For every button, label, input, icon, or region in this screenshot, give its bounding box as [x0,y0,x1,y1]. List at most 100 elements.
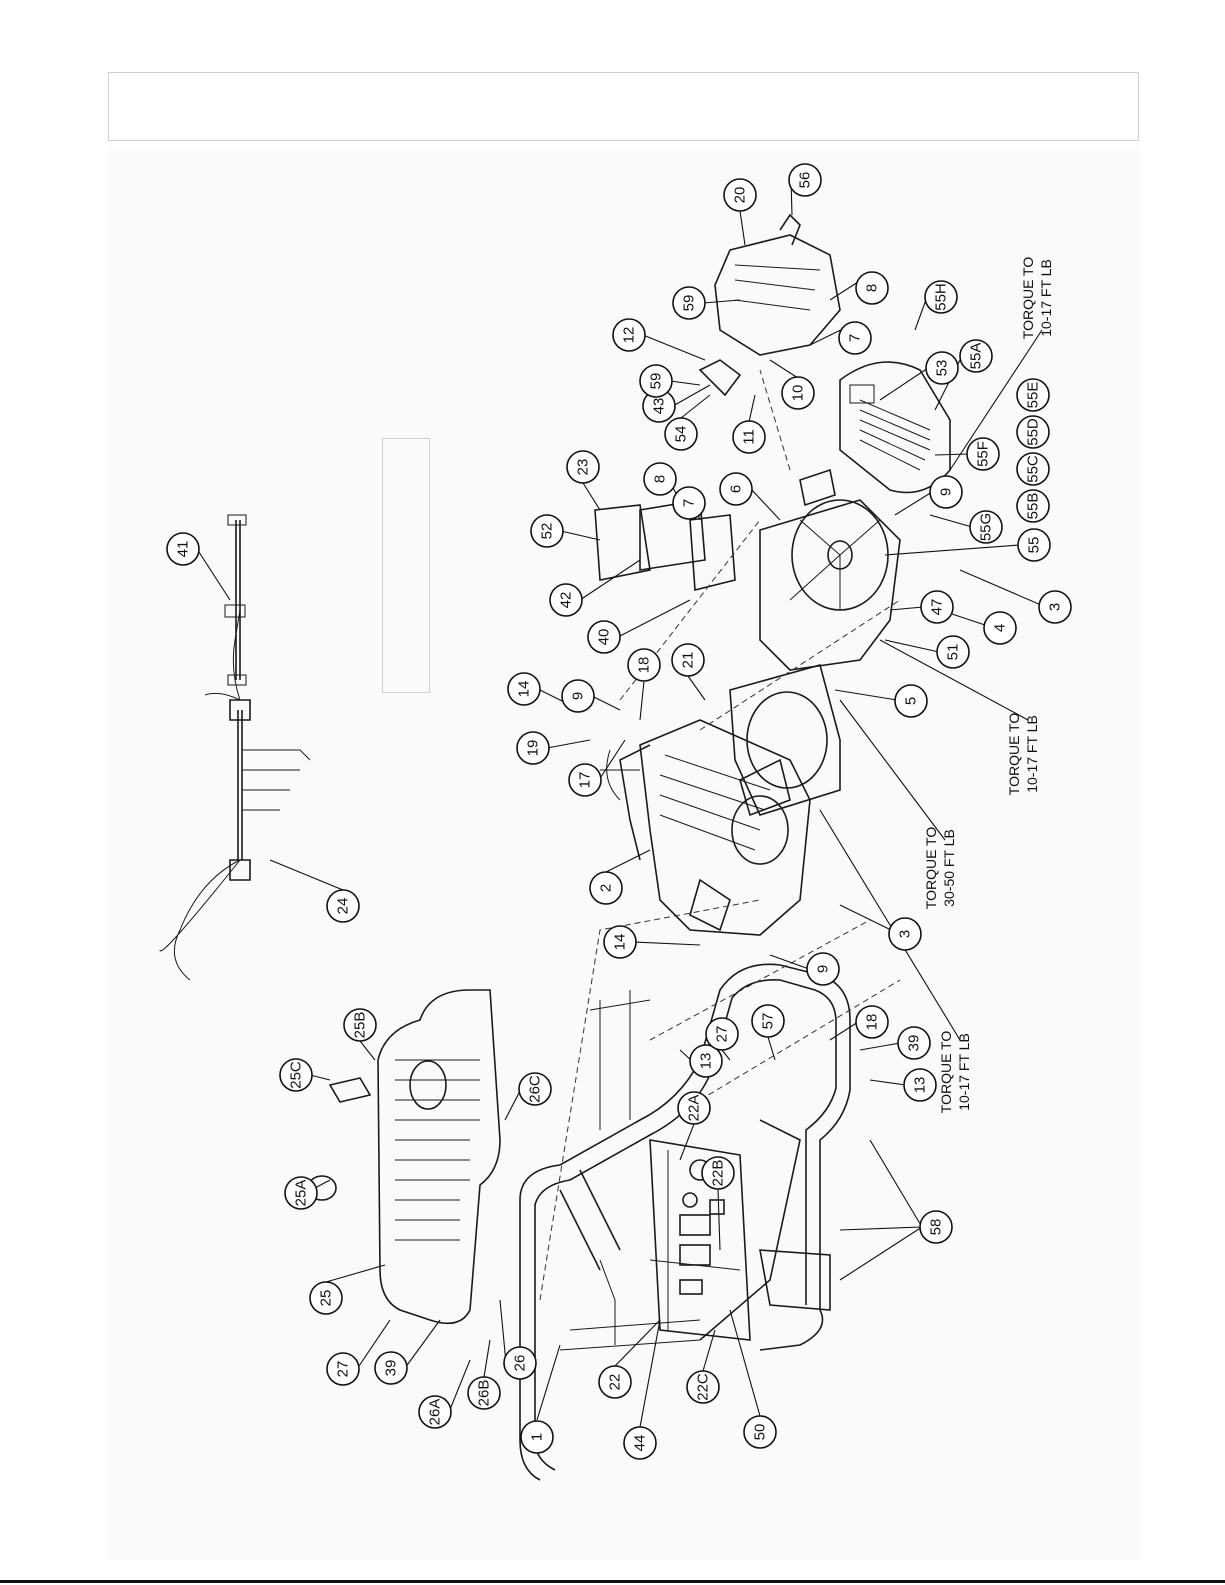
torque-note-line1: TORQUE TO [1020,257,1036,340]
part-callout: 24 [326,889,360,923]
callout-label: 9 [815,965,832,973]
callout-circle [806,952,840,986]
callout-label: 27 [335,1361,352,1378]
callout-label: 20 [732,187,749,204]
bottom-rule [0,1580,1225,1583]
callout-label: 41 [175,541,192,558]
part-callout: 22B [701,1156,735,1190]
callout-label: 57 [760,1013,777,1030]
callout-label: 26C [527,1075,544,1103]
callout-circle [587,620,621,654]
part-callouts: 1233456778899910111213131414171818192021… [166,163,1072,1460]
part-callout: 26 [503,1346,537,1380]
part-callout: 13 [903,1068,937,1102]
callout-label: 6 [728,485,745,493]
part-callout: 10 [781,376,815,410]
callout-label: 55E [1025,382,1042,409]
callout-circle [507,672,541,706]
control-panel [649,1139,751,1341]
callout-label: 14 [612,934,629,951]
callout-label: 55B [1025,493,1042,520]
callout-label: 7 [681,499,698,507]
callout-label: 52 [539,523,556,540]
callout-label: 13 [698,1053,715,1070]
callout-circle [959,339,993,373]
callout-label: 5 [903,697,920,705]
callout-label: 24 [335,898,352,915]
part-callout: 53 [925,351,959,385]
part-callout: 42 [549,583,583,617]
callout-circle [677,1091,711,1125]
part-callout: 44 [623,1426,657,1460]
fuel-tank [307,989,501,1325]
part-callout: 55 [1017,528,1051,562]
callout-label: 11 [741,429,758,445]
callout-circle [1016,415,1050,449]
callout-circle [920,590,954,624]
callout-label: 55G [978,513,995,541]
callout-circle [589,871,623,905]
callout-label: 39 [906,1035,923,1052]
callout-label: 18 [864,1014,881,1031]
callout-circle [664,417,698,451]
callout-label: 25A [293,1180,310,1207]
part-callout: 23 [566,450,600,484]
part-callout: 8 [855,271,889,305]
callout-label: 26B [476,1380,493,1407]
part-callout: 40 [587,620,621,654]
callout-circle [566,450,600,484]
part-callout: 9 [929,475,963,509]
callout-circle [719,472,753,506]
callout-circle [561,679,595,713]
callout-circle [723,178,757,212]
part-callout: 3 [1038,590,1072,624]
callout-label: 22C [695,1373,712,1401]
part-callout: 27 [705,1017,739,1051]
alternator [759,468,901,671]
part-callout: 8 [643,462,677,496]
part-callout: 55F [966,437,1000,471]
callout-circle [689,1044,723,1078]
callout-circle [639,364,673,398]
part-callout: 55H [924,280,958,314]
callout-circle [671,643,705,677]
callout-circle [983,611,1017,645]
callout-circle [326,889,360,923]
exploded-parts-diagram [108,150,1140,1560]
part-callout: 55A [959,339,993,373]
callout-label: 9 [570,692,587,700]
part-callout: 27 [326,1352,360,1386]
callout-circle [1017,528,1051,562]
part-callout: 22A [677,1091,711,1125]
torque-note-line1: TORQUE TO [938,1031,954,1114]
part-callout: 9 [561,679,595,713]
part-callout: 19 [516,731,550,765]
callout-circle [1016,489,1050,523]
assembly-lines [539,369,901,1301]
part-callout: 55D [1016,415,1050,449]
callout-label: 3 [1047,603,1064,611]
part-callout: 47 [920,590,954,624]
part-callout: 55G [969,510,1003,544]
part-callout: 26B [467,1376,501,1410]
callout-circle [1016,452,1050,486]
part-callout: 55B [1016,489,1050,523]
callout-label: 40 [596,629,613,646]
part-callout: 26C [518,1072,552,1106]
callout-label: 22 [607,1374,624,1391]
part-callout: 9 [806,952,840,986]
callout-label: 25B [352,1012,369,1039]
end-cover [839,361,951,494]
label-placeholder-box [382,438,430,693]
callout-label: 44 [632,1435,649,1452]
header-box [108,72,1139,141]
part-callout: 39 [897,1026,931,1060]
callout-circle [701,1156,735,1190]
callout-label: 59 [648,373,665,390]
callout-circle [374,1351,408,1385]
callout-circle [966,437,1000,471]
